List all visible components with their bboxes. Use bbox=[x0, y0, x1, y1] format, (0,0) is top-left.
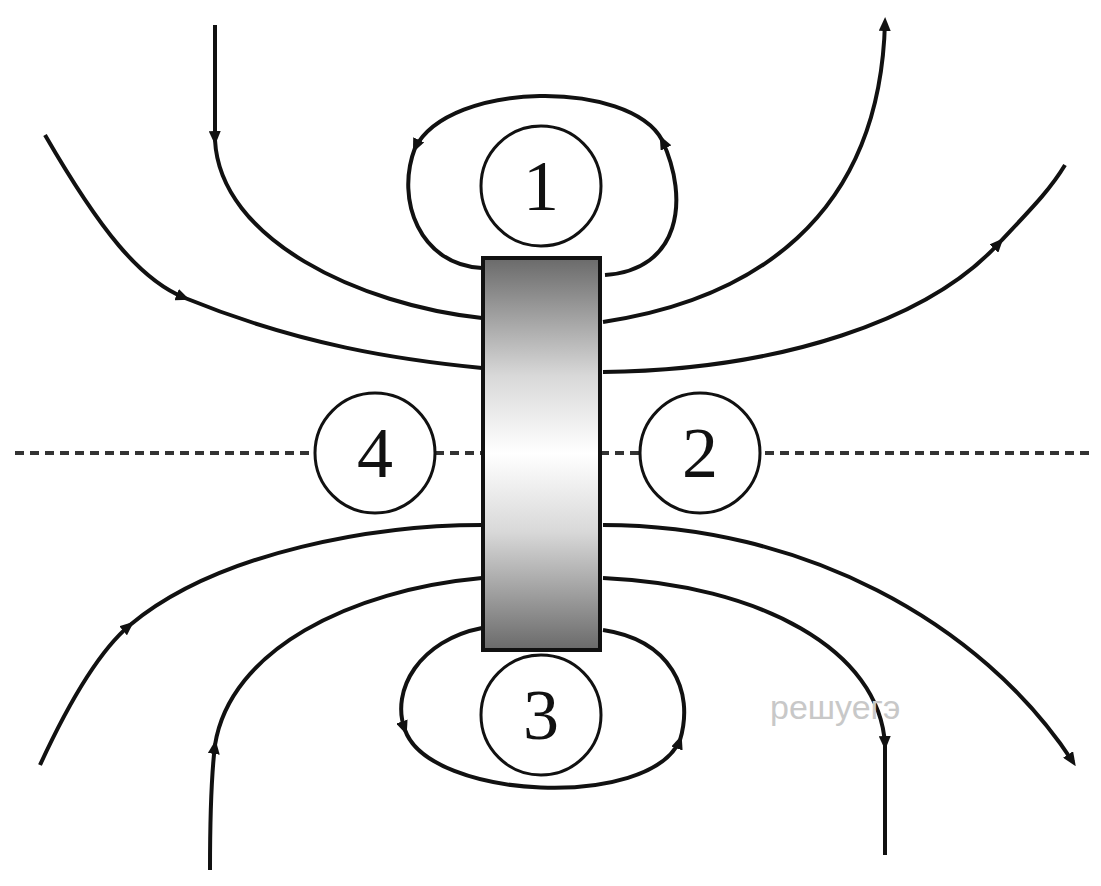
callout-circle: 2 bbox=[638, 391, 762, 515]
callout-circle: 4 bbox=[313, 391, 437, 515]
field-lines bbox=[40, 22, 1073, 870]
callout-number: 1 bbox=[479, 124, 603, 248]
callout-number: 2 bbox=[638, 391, 762, 515]
callout-number: 3 bbox=[479, 653, 603, 777]
callout-circle: 3 bbox=[479, 653, 603, 777]
callout-circle: 1 bbox=[479, 124, 603, 248]
bar-magnet bbox=[483, 258, 600, 650]
callout-number: 4 bbox=[313, 391, 437, 515]
watermark: решуегэ bbox=[770, 688, 900, 727]
